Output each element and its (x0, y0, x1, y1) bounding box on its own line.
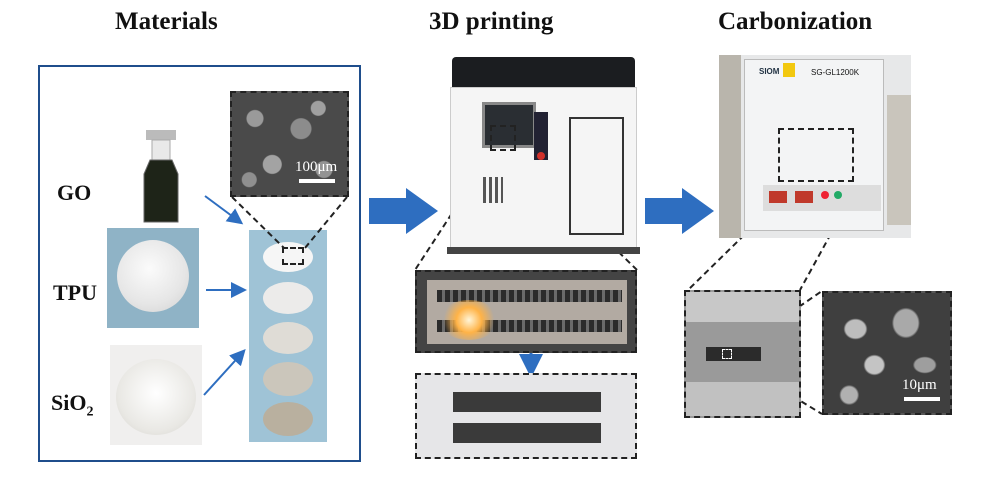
furnace-model: SG-GL1200K (811, 68, 860, 77)
printed-strip (453, 423, 601, 443)
printing-process-inset (415, 270, 637, 353)
printer-image (447, 57, 640, 254)
printed-strip (453, 392, 601, 412)
printer-zoom-region (490, 125, 516, 151)
mixed-powder-strip (249, 230, 327, 442)
carbonization-title: Carbonization (718, 8, 873, 35)
go-label: GO (57, 180, 92, 205)
tpu-powder-image (107, 228, 199, 328)
go-bottle-image (143, 130, 179, 223)
carbonized-sample-inset (684, 290, 801, 418)
process-arrow-1 (369, 188, 438, 234)
scale-bar-100um (299, 179, 335, 183)
scale-bar-label-10um: 10μm (902, 377, 937, 393)
printed-strips-inset (415, 373, 637, 459)
printing-title: 3D printing (429, 8, 554, 35)
sem-inset-materials: 100μm (230, 91, 349, 197)
tpu-label: TPU (53, 280, 97, 305)
process-arrow-2 (645, 188, 714, 234)
printer-door (569, 117, 624, 235)
sio2-powder-image (110, 345, 202, 445)
materials-panel (38, 65, 361, 462)
materials-title: Materials (115, 8, 218, 35)
sio2-label: SiO2 (51, 390, 94, 420)
sem-inset-carbon: 10μm (822, 291, 952, 415)
scale-bar-10um (904, 397, 940, 401)
carbonized-strip (706, 347, 761, 361)
furnace-image: SIOM SG-GL1200K (719, 55, 911, 238)
furnace-zoom-region (778, 128, 854, 182)
powder-zoom-region (282, 247, 304, 265)
scale-bar-label-100um: 100μm (295, 159, 338, 175)
furnace-brand: SIOM (759, 67, 780, 76)
